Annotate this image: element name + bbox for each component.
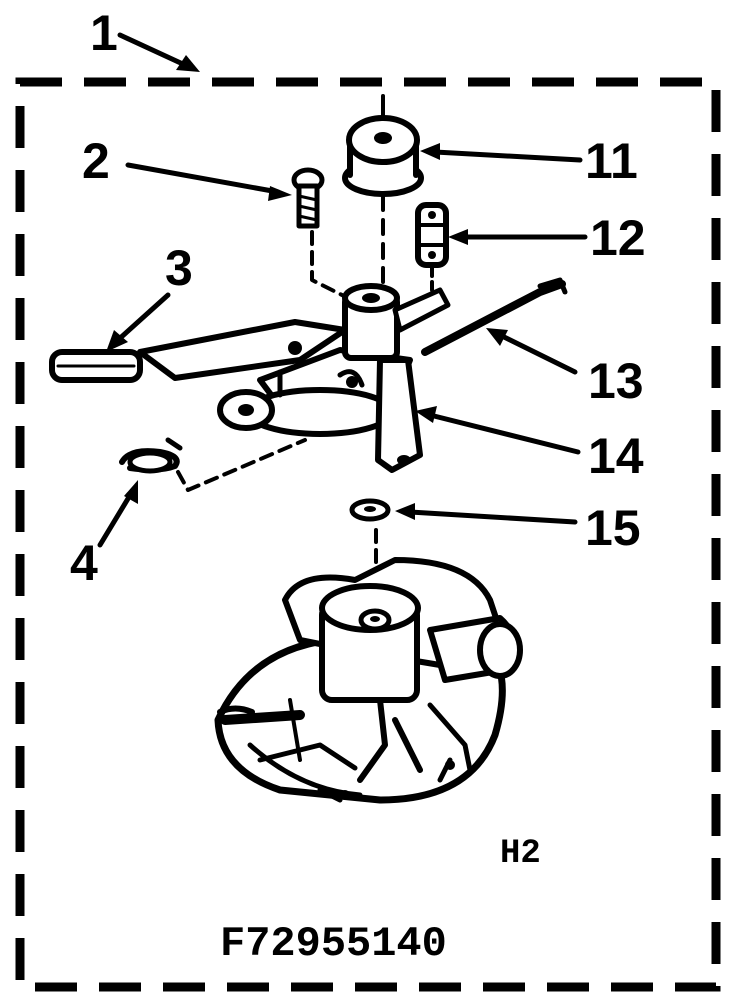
pad-part [49,349,143,383]
arrow-1 [117,32,200,72]
callout-1: 1 [90,5,118,61]
assembly-boundary [15,77,721,992]
arrow-11 [420,143,583,163]
bracket-assembly-part [137,283,451,473]
gearcase-base-part [214,557,523,804]
arrow-13 [486,328,578,375]
figure-code: F72955140 [220,920,447,968]
arrow-12 [448,229,588,245]
arrow-14 [415,406,581,455]
callout-3: 3 [165,240,193,296]
arrow-2 [125,162,292,201]
pulley-part [342,115,424,197]
callout-11: 11 [585,133,638,189]
callout-2: 2 [82,133,110,189]
link-rod-part [421,277,568,356]
clip-part [119,437,183,474]
arrow-3 [106,292,171,352]
callout-4: 4 [70,535,98,591]
callout-15: 15 [585,500,641,556]
callout-14: 14 [588,428,644,484]
arrow-4 [97,480,138,548]
view-code: H2 [500,835,541,873]
callout-13: 13 [588,353,644,409]
arrow-15 [395,503,578,525]
bushing-part [415,202,449,268]
washer-part [349,498,391,522]
screw-part [291,167,325,229]
callout-12: 12 [590,210,646,266]
